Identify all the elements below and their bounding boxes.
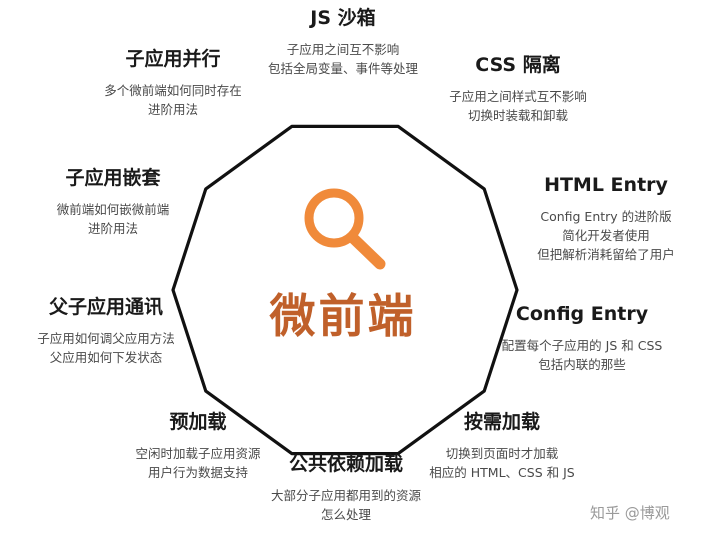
feature-title: 子应用嵌套 [65, 167, 161, 189]
feature-title: 子应用并行 [125, 48, 221, 70]
feature-parallel: 子应用并行 多个微前端如何同时存在 进阶用法 [104, 47, 242, 119]
feature-desc-line: 怎么处理 [320, 507, 372, 522]
feature-title: JS 沙箱 [310, 7, 376, 29]
feature-title: 公共依赖加载 [288, 453, 404, 475]
feature-js-sandbox: JS 沙箱 子应用之间互不影响 包括全局变量、事件等处理 [268, 6, 418, 78]
search-icon [304, 188, 386, 270]
feature-desc-line: Config Entry 的进阶版 [540, 209, 672, 224]
feature-title: CSS 隔离 [475, 54, 561, 76]
feature-desc-line: 子应用如何调父应用方法 [37, 331, 175, 346]
feature-desc-line: 大部分子应用都用到的资源 [270, 488, 422, 503]
watermark: 知乎 @博观 [590, 504, 670, 522]
feature-title: HTML Entry [544, 174, 668, 196]
feature-desc-line: 进阶用法 [147, 102, 199, 117]
feature-desc-line: 切换到页面时才加载 [445, 446, 559, 461]
feature-desc-line: 相应的 HTML、CSS 和 JS [429, 465, 575, 480]
feature-desc-line: 简化开发者使用 [562, 228, 650, 243]
feature-config-entry: Config Entry 配置每个子应用的 JS 和 CSS 包括内联的那些 [502, 302, 663, 374]
feature-desc-line: 包括内联的那些 [538, 357, 626, 372]
feature-title: 按需加载 [463, 411, 540, 433]
feature-desc-line: 微前端如何嵌微前端 [56, 202, 170, 217]
center-label: 微前端 [269, 289, 417, 343]
feature-html-entry: HTML Entry Config Entry 的进阶版 简化开发者使用 但把解… [537, 173, 675, 264]
feature-title: Config Entry [515, 303, 649, 325]
feature-css-isolation: CSS 隔离 子应用之间样式互不影响 切换时装载和卸载 [449, 53, 587, 125]
feature-desc-line: 包括全局变量、事件等处理 [267, 61, 419, 76]
feature-nesting: 子应用嵌套 微前端如何嵌微前端 进阶用法 [57, 166, 170, 238]
feature-desc-line: 子应用之间互不影响 [286, 42, 400, 57]
feature-desc-line: 父应用如何下发状态 [49, 350, 163, 365]
feature-desc-line: 子应用之间样式互不影响 [449, 89, 587, 104]
feature-desc-line: 空闲时加载子应用资源 [135, 446, 261, 461]
feature-desc-line: 多个微前端如何同时存在 [104, 83, 242, 98]
feature-desc-line: 进阶用法 [87, 221, 139, 236]
feature-lazy-load: 按需加载 切换到页面时才加载 相应的 HTML、CSS 和 JS [429, 410, 574, 482]
feature-title: 父子应用通讯 [48, 296, 164, 318]
feature-shared-deps: 公共依赖加载 大部分子应用都用到的资源 怎么处理 [271, 452, 421, 524]
feature-desc-line: 切换时装载和卸载 [467, 108, 569, 123]
feature-desc-line: 用户行为数据支持 [147, 465, 249, 480]
feature-desc-line: 配置每个子应用的 JS 和 CSS [501, 338, 663, 353]
feature-desc-line: 但把解析消耗留给了用户 [537, 247, 675, 262]
feature-title: 预加载 [169, 411, 227, 433]
feature-preload: 预加载 空闲时加载子应用资源 用户行为数据支持 [135, 410, 260, 482]
feature-parent-child-comm: 父子应用通讯 子应用如何调父应用方法 父应用如何下发状态 [37, 295, 175, 367]
